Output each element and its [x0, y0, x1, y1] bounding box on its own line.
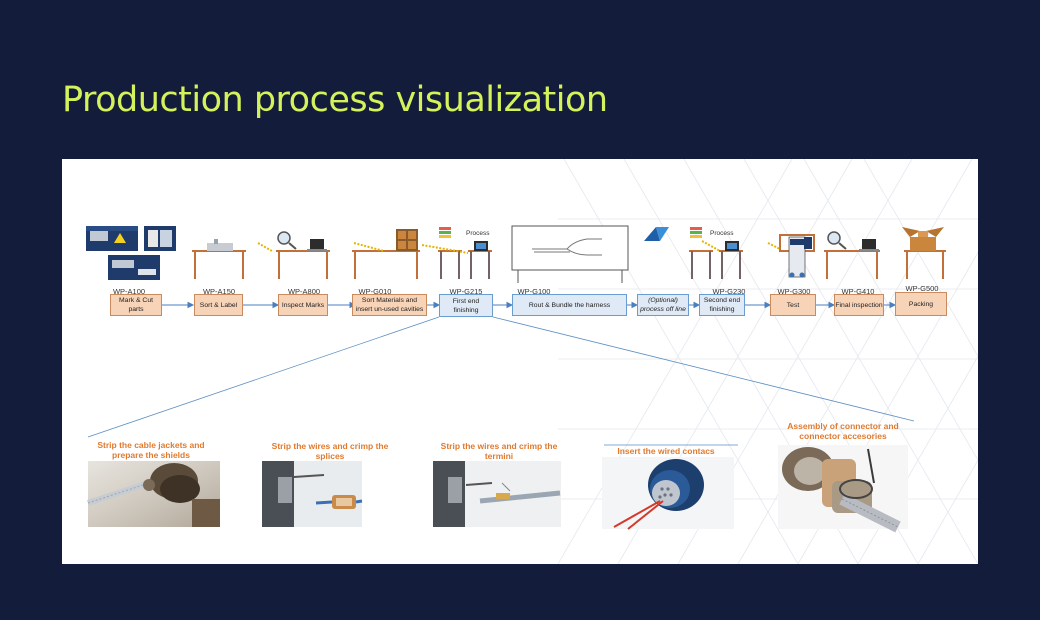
- caption-strip-cable-jackets: Strip the cable jackets and prepare the …: [97, 440, 205, 460]
- process-flow-diagram: [86, 225, 946, 533]
- station-code-wp-a150: WP-A150: [202, 287, 236, 296]
- station-code-wp-g230: WP-G230: [712, 287, 746, 296]
- caption-insert-wired-contacts: Insert the wired contacs: [617, 446, 715, 456]
- detail-photo-crimp-termini: [433, 461, 561, 527]
- caption-crimp-splices: Strip the wires and crimp the splices: [271, 441, 389, 461]
- packing-box-icon: [902, 227, 944, 251]
- station-code-wp-g300: WP-G300: [777, 287, 811, 296]
- process-diagram-panel: Process Process WP-A100 WP-A150 WP-A800 …: [62, 159, 978, 564]
- slide-title: Production process visualization: [62, 80, 608, 120]
- process-box-final-inspection: Final inspection: [834, 294, 884, 316]
- detail-photo-wired-contacts: [602, 457, 734, 530]
- inspect-magnifier-icon: [257, 231, 327, 252]
- process-box-packing: Packing: [895, 292, 947, 316]
- process-label-2: Process: [710, 230, 734, 237]
- station-code-wp-g215: WP-G215: [449, 287, 483, 296]
- station-code-wp-g100: WP-G100: [517, 287, 551, 296]
- detail-photo-connector-assembly: [778, 445, 908, 533]
- detail-photo-cable-jacket: [87, 461, 220, 527]
- flow-arrows: [162, 301, 897, 309]
- process-station-icon: [421, 227, 488, 254]
- station-code-wp-a100: WP-A100: [112, 287, 146, 296]
- parts-bin-icon: [353, 229, 418, 252]
- harness-board-icon: [511, 225, 629, 283]
- caption-connector-assembly: Assembly of connector and connector acce…: [787, 421, 899, 441]
- process-box-sort-materials: Sort Materials and insert un-used caviti…: [352, 294, 427, 316]
- process-box-second-end-finishing: Second end finishing: [699, 294, 745, 316]
- detail-photo-crimp-splice: [262, 461, 363, 527]
- station-code-wp-a800: WP-A800: [287, 287, 321, 296]
- final-inspection-icon: [827, 231, 879, 251]
- station-code-wp-g010: WP-G010: [358, 287, 392, 296]
- test-rig-icon: [767, 234, 815, 278]
- zoom-connector-lines: [87, 316, 915, 446]
- background-grid: [558, 159, 978, 564]
- station-code-wp-g500: WP-G500: [905, 284, 939, 293]
- process-box-sort-label: Sort & Label: [194, 294, 243, 316]
- label-printer-icon: [207, 239, 233, 251]
- station-code-wp-g410: WP-G410: [841, 287, 875, 296]
- process-box-first-end-finishing: First end finishing: [439, 294, 493, 317]
- process-box-inspect-marks: Inspect Marks: [278, 294, 328, 316]
- optional-process-icon: [644, 227, 669, 241]
- process-station-icon-2: [690, 227, 739, 252]
- process-label-1: Process: [466, 230, 490, 237]
- process-box-mark-cut: Mark & Cut parts: [110, 294, 162, 316]
- process-box-test: Test: [770, 294, 816, 316]
- process-box-rout-bundle: Rout & Bundle the harness: [512, 294, 627, 316]
- cutting-machine-icon: [86, 226, 176, 280]
- process-box-optional-offline: (Optional) process off line: [637, 294, 689, 316]
- caption-crimp-termini: Strip the wires and crimp the termini: [440, 441, 558, 461]
